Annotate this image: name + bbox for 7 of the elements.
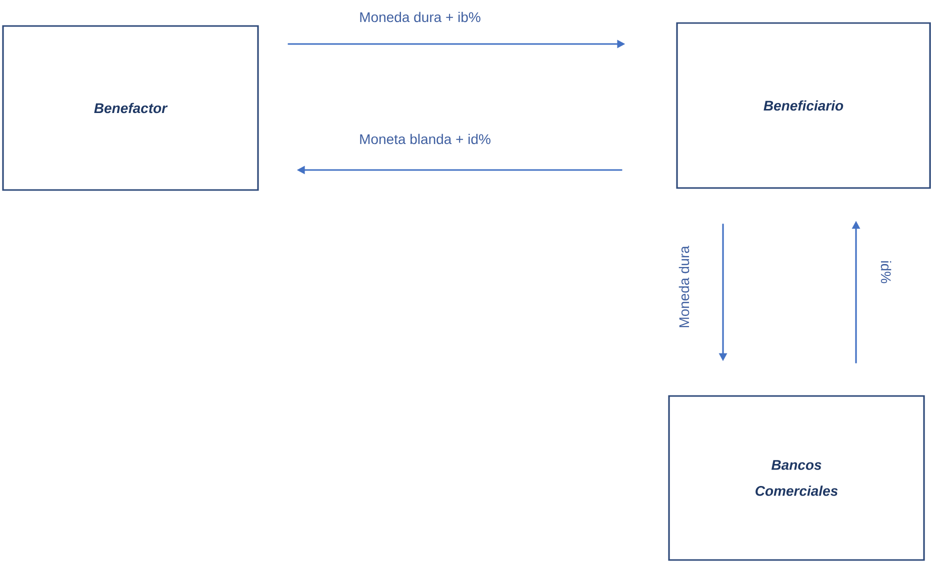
edge-label: Moneta blanda + id%: [360, 134, 490, 144]
edge-label: Moneda dura + ib%: [360, 12, 480, 22]
entity-box: Benefactor: [2, 25, 259, 191]
edge-label: Moneda dura: [678, 246, 690, 328]
entity-box: Beneficiario: [676, 22, 931, 189]
edge-label: id%: [880, 261, 892, 284]
entity-box: Bancos Comerciales: [668, 395, 925, 561]
